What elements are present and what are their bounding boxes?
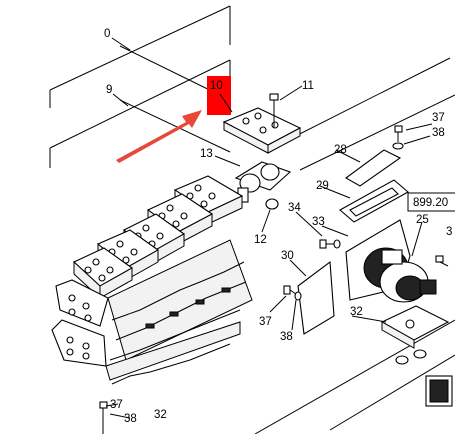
bolt-bottom-37 <box>99 401 108 434</box>
frame-lines <box>49 5 455 434</box>
track-pad-10 <box>222 107 302 154</box>
underside-links <box>105 239 253 385</box>
callout-25: 25 <box>416 214 429 226</box>
bolt-37c <box>435 255 449 267</box>
hydraulic-motor-25 <box>363 247 437 303</box>
pad-segment-7 <box>51 319 107 367</box>
washers <box>395 349 427 365</box>
callout-labels: 0 9 11 13 12 37 38 28 29 34 33 25 3 30 3… <box>104 28 452 425</box>
highlight-box <box>207 76 231 115</box>
callout-13: 13 <box>200 148 213 160</box>
callout-38-top: 38 <box>432 127 445 139</box>
bolt-37b <box>283 285 302 301</box>
pad-segment-6 <box>55 279 109 327</box>
callout-32-bottom: 32 <box>154 409 167 421</box>
bolt-11 <box>269 93 279 128</box>
plate-32a <box>380 305 450 349</box>
callout-32-right: 32 <box>350 306 363 318</box>
bolt-34 <box>319 239 341 249</box>
callout-10: 10 <box>210 80 223 92</box>
track-chain <box>51 93 302 385</box>
bracket-29 <box>339 179 409 223</box>
callout-33: 33 <box>312 216 325 228</box>
bolt-37a <box>392 125 404 150</box>
callout-11: 11 <box>302 80 314 92</box>
cover-28 <box>344 149 402 187</box>
callout-28: 28 <box>334 144 347 156</box>
callout-38-bottom: 38 <box>124 413 137 425</box>
reference-number: 899.20 <box>413 197 448 209</box>
callout-38-mid: 38 <box>280 331 293 343</box>
chain-link-13 <box>234 161 292 203</box>
callout-9: 9 <box>106 84 112 96</box>
pad-segment-5 <box>73 247 134 300</box>
callout-29: 29 <box>316 180 329 192</box>
callout-0: 0 <box>104 28 110 40</box>
callout-37-mid: 37 <box>259 316 272 328</box>
gasket-30 <box>297 260 335 335</box>
reference-box: 899.20 <box>407 192 455 212</box>
callout-34: 34 <box>288 202 301 214</box>
callout-3: 3 <box>446 226 452 238</box>
nut-12 <box>265 198 279 210</box>
callout-30: 30 <box>281 250 294 262</box>
callout-37-top: 37 <box>432 112 445 124</box>
housing <box>425 375 453 407</box>
callout-37-bottom: 37 <box>110 399 123 411</box>
callout-12: 12 <box>254 234 267 246</box>
red-arrow-icon <box>116 110 202 163</box>
leader-lines <box>105 37 433 419</box>
